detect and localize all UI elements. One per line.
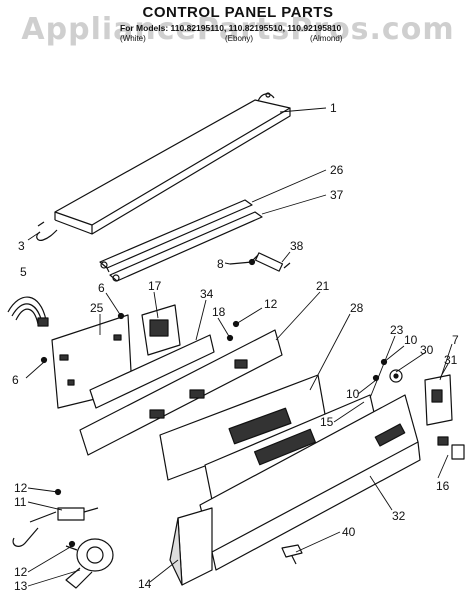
callout-17: 17 — [148, 279, 162, 293]
callout-12a: 12 — [264, 297, 278, 311]
part-1-top-trim — [54, 92, 291, 235]
model-numbers: For Models: 110.82195110, 110.82195510, … — [120, 23, 342, 33]
diagram-title: CONTROL PANEL PARTS — [142, 4, 334, 21]
callout-34: 34 — [200, 287, 214, 301]
callout-13: 13 — [14, 579, 28, 593]
part-16-connector — [437, 436, 465, 460]
callout-32: 32 — [392, 509, 406, 523]
callout-10a: 10 — [404, 333, 418, 347]
color-white: (White) — [120, 34, 146, 43]
callout-38: 38 — [290, 239, 304, 253]
callout-40: 40 — [342, 525, 356, 539]
callout-6b: 6 — [12, 373, 19, 387]
callout-1: 1 — [330, 101, 337, 115]
callout-23: 23 — [390, 323, 404, 337]
callout-16: 16 — [436, 479, 450, 493]
callout-14: 14 — [138, 577, 152, 591]
callout-10b: 10 — [346, 387, 360, 401]
callout-3: 3 — [18, 239, 25, 253]
callout-12c: 12 — [14, 565, 28, 579]
watermark: AppliancePartsPros.com — [21, 12, 455, 47]
callout-15: 15 — [320, 415, 334, 429]
part-38-harness — [251, 252, 291, 272]
part-31-bracket — [424, 374, 453, 426]
part-28-panel — [159, 374, 327, 481]
part-21-panel — [79, 329, 283, 456]
callout-8: 8 — [217, 257, 224, 271]
callout-18: 18 — [212, 305, 226, 319]
callout-25: 25 — [90, 301, 104, 315]
part-14-end-cap — [169, 507, 213, 586]
part-34-panel — [89, 334, 215, 409]
callout-31: 31 — [444, 353, 458, 367]
color-almond: (Almond) — [310, 34, 343, 43]
callout-21: 21 — [316, 279, 330, 293]
part-37-bar — [100, 211, 263, 282]
callout-12b: 12 — [14, 481, 28, 495]
leader-lines — [25, 107, 453, 587]
callout-28: 28 — [350, 301, 364, 315]
part-26-bar — [99, 199, 253, 273]
callout-37: 37 — [330, 188, 344, 202]
part-40-clip — [281, 544, 303, 565]
part-5-coil — [7, 296, 49, 327]
part-17-board — [141, 304, 181, 356]
callout-5: 5 — [20, 265, 27, 279]
part-30-knob — [389, 369, 403, 383]
callout-30: 30 — [420, 343, 434, 357]
part-11-sensor — [12, 507, 99, 547]
callout-7: 7 — [452, 333, 459, 347]
callout-26: 26 — [330, 163, 344, 177]
part-13-buzzer — [65, 538, 114, 589]
callout-6a: 6 — [98, 281, 105, 295]
callout-11: 11 — [14, 495, 27, 509]
color-ebony: (Ebony) — [225, 34, 254, 43]
part-8-screw — [229, 258, 256, 266]
part-3-clip — [36, 221, 58, 241]
